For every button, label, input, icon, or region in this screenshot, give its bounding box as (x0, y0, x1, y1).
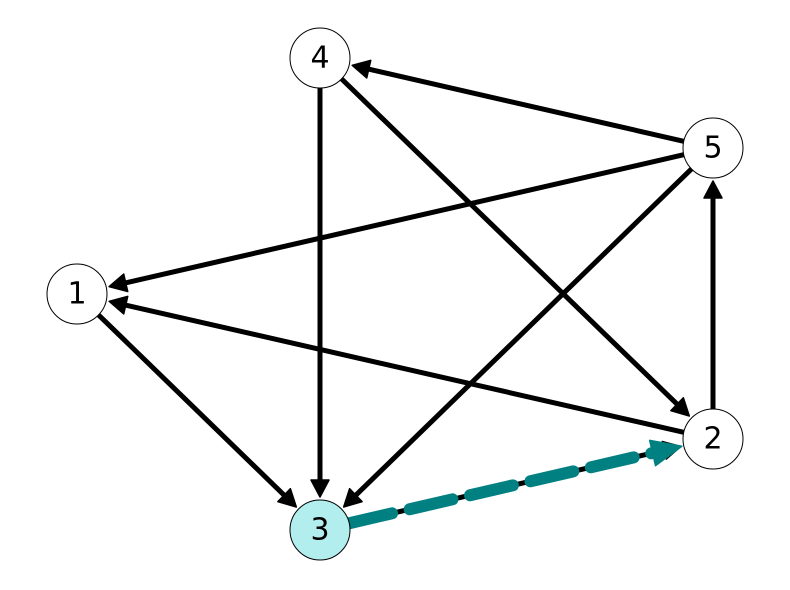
edge-n1-n3-arrowhead (277, 487, 298, 508)
edge-n5-n4-line (366, 66, 685, 144)
node-n4: 4 (289, 27, 351, 89)
node-label-n3: 3 (310, 513, 329, 548)
edge-n5-n1-arrowhead (108, 273, 129, 293)
edge-n5-n4 (351, 59, 685, 144)
highlight-edge-n3-n2-line (343, 446, 661, 530)
highlight-edge-n3-n2 (343, 439, 683, 530)
node-n5: 5 (682, 117, 744, 179)
edge-n4-n3 (310, 88, 330, 498)
node-label-n5: 5 (703, 131, 722, 166)
edge-n4-n2-line (339, 77, 681, 408)
node-n1: 1 (46, 263, 108, 325)
node-n3: 3 (289, 499, 351, 561)
node-circle-n4 (289, 27, 351, 89)
edge-n5-n3-arrowhead (342, 487, 363, 508)
edge-n2-n1 (108, 295, 685, 435)
node-label-n4: 4 (310, 41, 329, 76)
node-label-n2: 2 (703, 422, 722, 457)
edge-n4-n2-arrowhead (670, 396, 691, 417)
node-layer: 1 2 3 4 5 (46, 27, 744, 561)
node-circle-n5 (682, 117, 744, 179)
edge-n2-n5 (703, 180, 723, 409)
node-circle-n3 (289, 499, 351, 561)
edge-n2-n1-line (123, 302, 685, 435)
edge-n5-n1-line (123, 152, 685, 286)
node-label-n1: 1 (67, 277, 86, 312)
highlight-edge-n3-n2-arrowhead (648, 439, 683, 467)
edge-n2-n1-arrowhead (108, 295, 129, 315)
edge-n2-n5-arrowhead (703, 180, 723, 199)
node-circle-n2 (682, 408, 744, 470)
edge-n4-n2 (339, 77, 691, 417)
edge-n5-n3 (342, 167, 694, 508)
edge-n1-n3-line (96, 313, 288, 499)
edge-n5-n3-line (352, 167, 694, 499)
edge-n5-n4-arrowhead (351, 59, 372, 79)
edge-n4-n3-arrowhead (310, 479, 330, 498)
edge-layer (96, 59, 723, 526)
edge-n5-n1 (108, 152, 685, 293)
node-circle-n1 (46, 263, 108, 325)
edge-n1-n3 (96, 313, 298, 508)
highlight-layer (343, 439, 683, 530)
node-n2: 2 (682, 408, 744, 470)
